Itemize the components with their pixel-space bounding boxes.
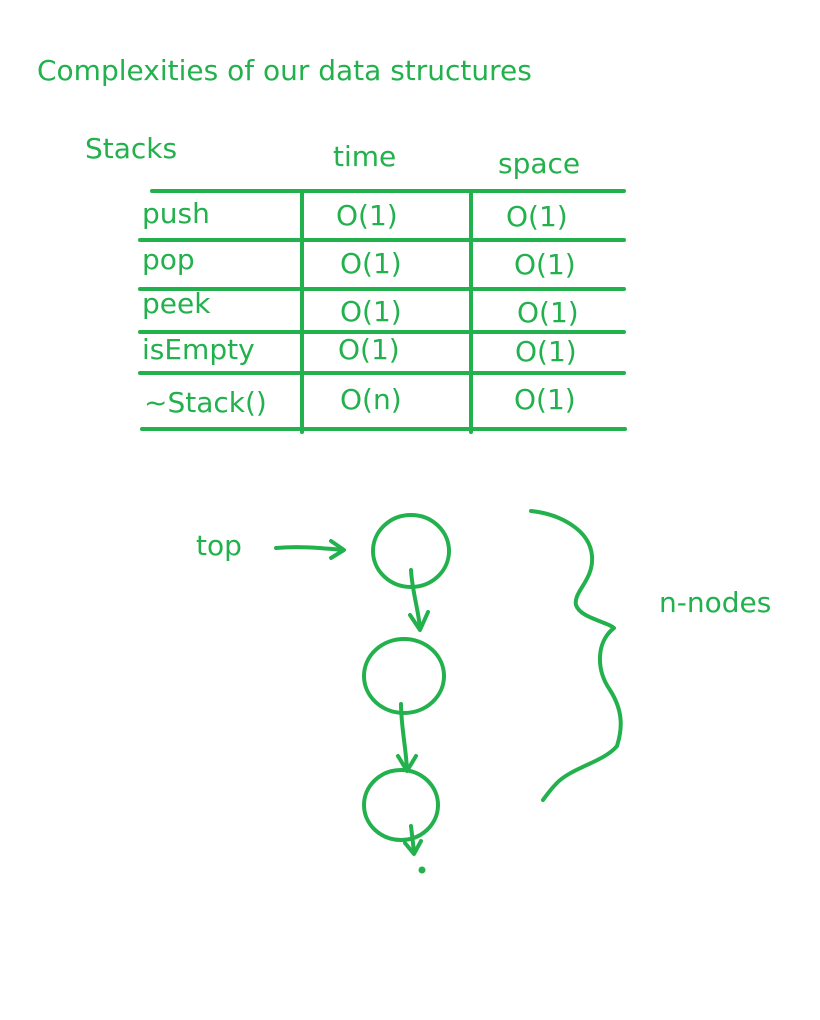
page-title: Complexities of our data structures	[37, 54, 532, 87]
top-pointer-arrow	[274, 545, 345, 552]
n-nodes-brace	[529, 509, 623, 802]
cell-peek-time: O(1)	[340, 295, 402, 328]
top-pointer-arrowhead	[329, 539, 346, 560]
cell-pop-time: O(1)	[340, 247, 402, 280]
section-label-stacks: Stacks	[85, 132, 178, 165]
node-link-arrowhead	[408, 610, 430, 632]
stack-node-3	[362, 768, 440, 842]
n-nodes-label: n-nodes	[659, 586, 772, 619]
stack-node-2	[362, 637, 446, 715]
cell-push-space: O(1)	[506, 200, 568, 233]
row-label-push: push	[142, 197, 210, 230]
top-pointer-label: top	[196, 529, 242, 562]
cell-peek-space: O(1)	[517, 296, 579, 329]
node-link-2-3	[399, 702, 409, 772]
row-label-pop: pop	[142, 243, 195, 276]
null-terminator-dot	[418, 866, 426, 874]
cell-destructor-space: O(1)	[514, 383, 576, 416]
cell-destructor-time: O(n)	[340, 383, 402, 416]
row-label-isempty: isEmpty	[142, 333, 255, 366]
row-label-peek: peek	[142, 287, 211, 320]
cell-push-time: O(1)	[336, 199, 398, 232]
cell-pop-space: O(1)	[514, 248, 576, 281]
column-header-time: time	[333, 140, 397, 173]
node-link-arrowhead	[403, 839, 423, 856]
cell-isempty-space: O(1)	[515, 335, 577, 368]
node-link-1-2	[409, 568, 422, 630]
row-label-destructor: ~Stack()	[144, 386, 267, 419]
node-link-3-null	[409, 824, 416, 854]
cell-isempty-time: O(1)	[338, 333, 400, 366]
column-header-space: space	[498, 147, 581, 180]
